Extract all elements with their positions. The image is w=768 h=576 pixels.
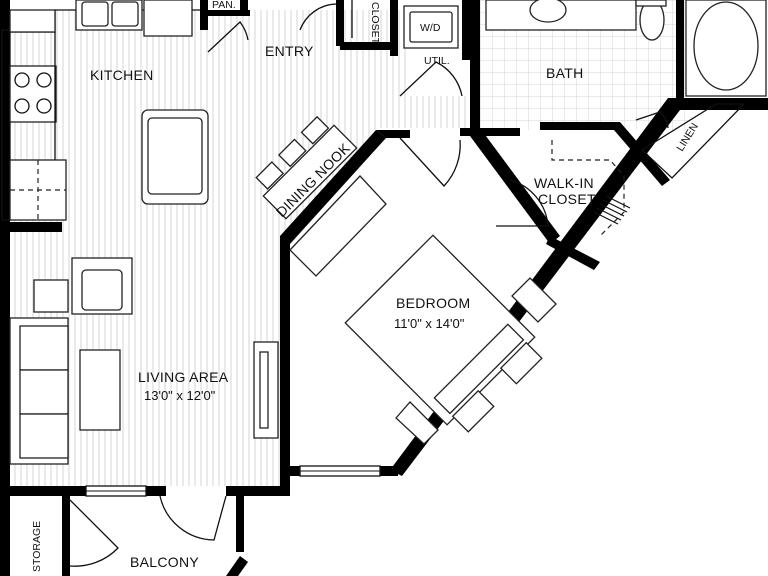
label-storage: STORAGE [31,521,43,572]
dining-table [255,115,358,220]
label-utility: UTIL. [424,55,450,67]
bath-fixtures [485,0,767,97]
label-entry: ENTRY [265,43,314,59]
label-walk-in-closet-line1: WALK-IN [534,175,594,191]
label-closet: CLOSET [369,2,381,45]
doors [69,3,669,567]
label-balcony: BALCONY [130,554,199,570]
closet-shelving [551,140,631,237]
label-living-area: LIVING AREA [138,369,229,385]
linen-closet [640,103,746,179]
kitchen-island [141,109,209,205]
label-bath: BATH [546,65,584,81]
label-wd: W/D [420,22,441,34]
label-bedroom: BEDROOM [396,295,470,311]
label-kitchen: KITCHEN [90,67,154,83]
label-walk-in-closet-line2: CLOSET [538,191,596,207]
windows [1,29,381,497]
bedroom-furniture [289,175,557,445]
label-living-dims: 13'0" x 12'0" [144,388,216,403]
label-pantry: PAN. [212,0,236,11]
living-furniture [9,257,279,465]
utility-fixtures [351,0,459,49]
label-bedroom-dims: 11'0" x 14'0" [394,316,465,331]
kitchen-counters [9,0,200,221]
